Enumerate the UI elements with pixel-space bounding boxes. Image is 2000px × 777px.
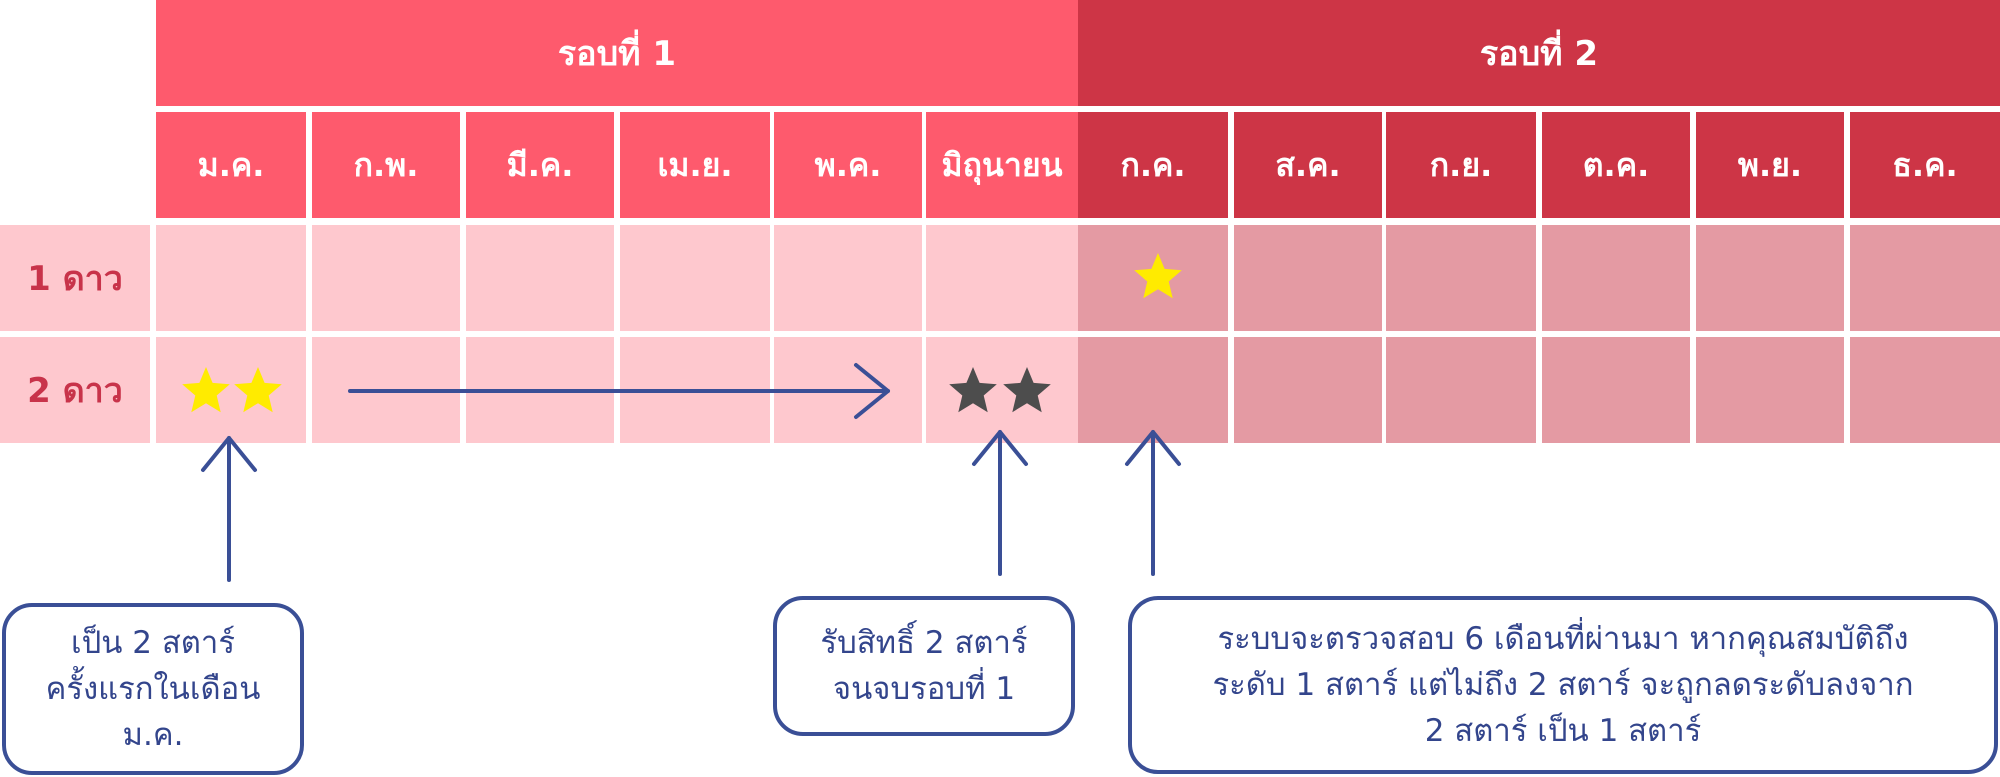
note-text: ระบบจะตรวจสอบ 6 เดือนที่ผ่านมา หากคุณสมบ… xyxy=(1212,621,1914,749)
month-header-feb: ก.พ. xyxy=(312,112,460,218)
grid-cell xyxy=(620,225,770,331)
arrow-up-icon xyxy=(1125,430,1181,576)
grid-cell xyxy=(1696,225,1844,331)
round-1-label: รอบที่ 1 xyxy=(557,34,677,74)
round-2-header: รอบที่ 2 xyxy=(1078,0,2000,106)
round-1-header: รอบที่ 1 xyxy=(156,0,1078,106)
grid-cell xyxy=(1386,337,1536,443)
grid-cell xyxy=(1542,225,1690,331)
grid-cell xyxy=(1850,337,2000,443)
arrow-right-icon xyxy=(348,363,890,419)
month-header-oct: ต.ค. xyxy=(1542,112,1690,218)
month-header-jul: ก.ค. xyxy=(1078,112,1228,218)
row-label-2-star: 2 ดาว xyxy=(0,337,150,443)
note-text: เป็น 2 สตาร์ ครั้งแรกในเดือน ม.ค. xyxy=(45,625,261,753)
star-icon xyxy=(182,367,230,413)
arrow-up-icon xyxy=(201,436,257,582)
grid-cell xyxy=(1234,225,1382,331)
grid-cell xyxy=(156,225,306,331)
star-icon xyxy=(234,367,282,413)
grid-cell xyxy=(1850,225,2000,331)
note-keep-two-star: รับสิทธิ์ 2 สตาร์ จนจบรอบที่ 1 xyxy=(773,596,1075,736)
star-icon xyxy=(1134,253,1182,299)
month-header-may: พ.ค. xyxy=(774,112,922,218)
grid-cell xyxy=(1078,337,1228,443)
month-label: มี.ค. xyxy=(506,145,574,184)
grid-cell xyxy=(1234,337,1382,443)
arrow-up-icon xyxy=(972,430,1028,576)
row-label-text: 1 ดาว xyxy=(27,259,123,299)
grid-cell xyxy=(1386,225,1536,331)
grid-cell xyxy=(156,337,306,443)
month-header-mar: มี.ค. xyxy=(466,112,614,218)
month-label: พ.ค. xyxy=(814,145,882,184)
note-review: ระบบจะตรวจสอบ 6 เดือนที่ผ่านมา หากคุณสมบ… xyxy=(1128,596,1998,774)
star-icon xyxy=(1003,367,1051,413)
month-header-dec: ธ.ค. xyxy=(1850,112,2000,218)
month-label: ก.ค. xyxy=(1120,145,1186,184)
month-header-jun: มิถุนายน xyxy=(926,112,1078,218)
grid-cell xyxy=(774,225,922,331)
note-text: รับสิทธิ์ 2 สตาร์ จนจบรอบที่ 1 xyxy=(820,625,1028,707)
month-label: ต.ค. xyxy=(1582,145,1650,184)
month-label: มิถุนายน xyxy=(941,145,1063,184)
row-label-text: 2 ดาว xyxy=(27,371,123,411)
round-2-label: รอบที่ 2 xyxy=(1479,34,1599,74)
star-icon xyxy=(949,367,997,413)
month-label: เม.ย. xyxy=(657,145,733,184)
month-header-nov: พ.ย. xyxy=(1696,112,1844,218)
grid-cell xyxy=(312,225,460,331)
month-label: ม.ค. xyxy=(197,145,265,184)
row-label-1-star: 1 ดาว xyxy=(0,225,150,331)
note-first-two-star: เป็น 2 สตาร์ ครั้งแรกในเดือน ม.ค. xyxy=(2,603,304,775)
month-header-apr: เม.ย. xyxy=(620,112,770,218)
month-label: ก.ย. xyxy=(1429,145,1493,184)
month-label: ส.ค. xyxy=(1275,145,1341,184)
month-label: พ.ย. xyxy=(1737,145,1803,184)
month-label: ธ.ค. xyxy=(1892,145,1958,184)
month-header-jan: ม.ค. xyxy=(156,112,306,218)
month-label: ก.พ. xyxy=(353,145,419,184)
grid-cell xyxy=(926,337,1078,443)
grid-cell xyxy=(926,225,1078,331)
grid-cell xyxy=(466,225,614,331)
month-header-sep: ก.ย. xyxy=(1386,112,1536,218)
grid-cell xyxy=(1696,337,1844,443)
month-header-aug: ส.ค. xyxy=(1234,112,1382,218)
grid-cell xyxy=(1542,337,1690,443)
